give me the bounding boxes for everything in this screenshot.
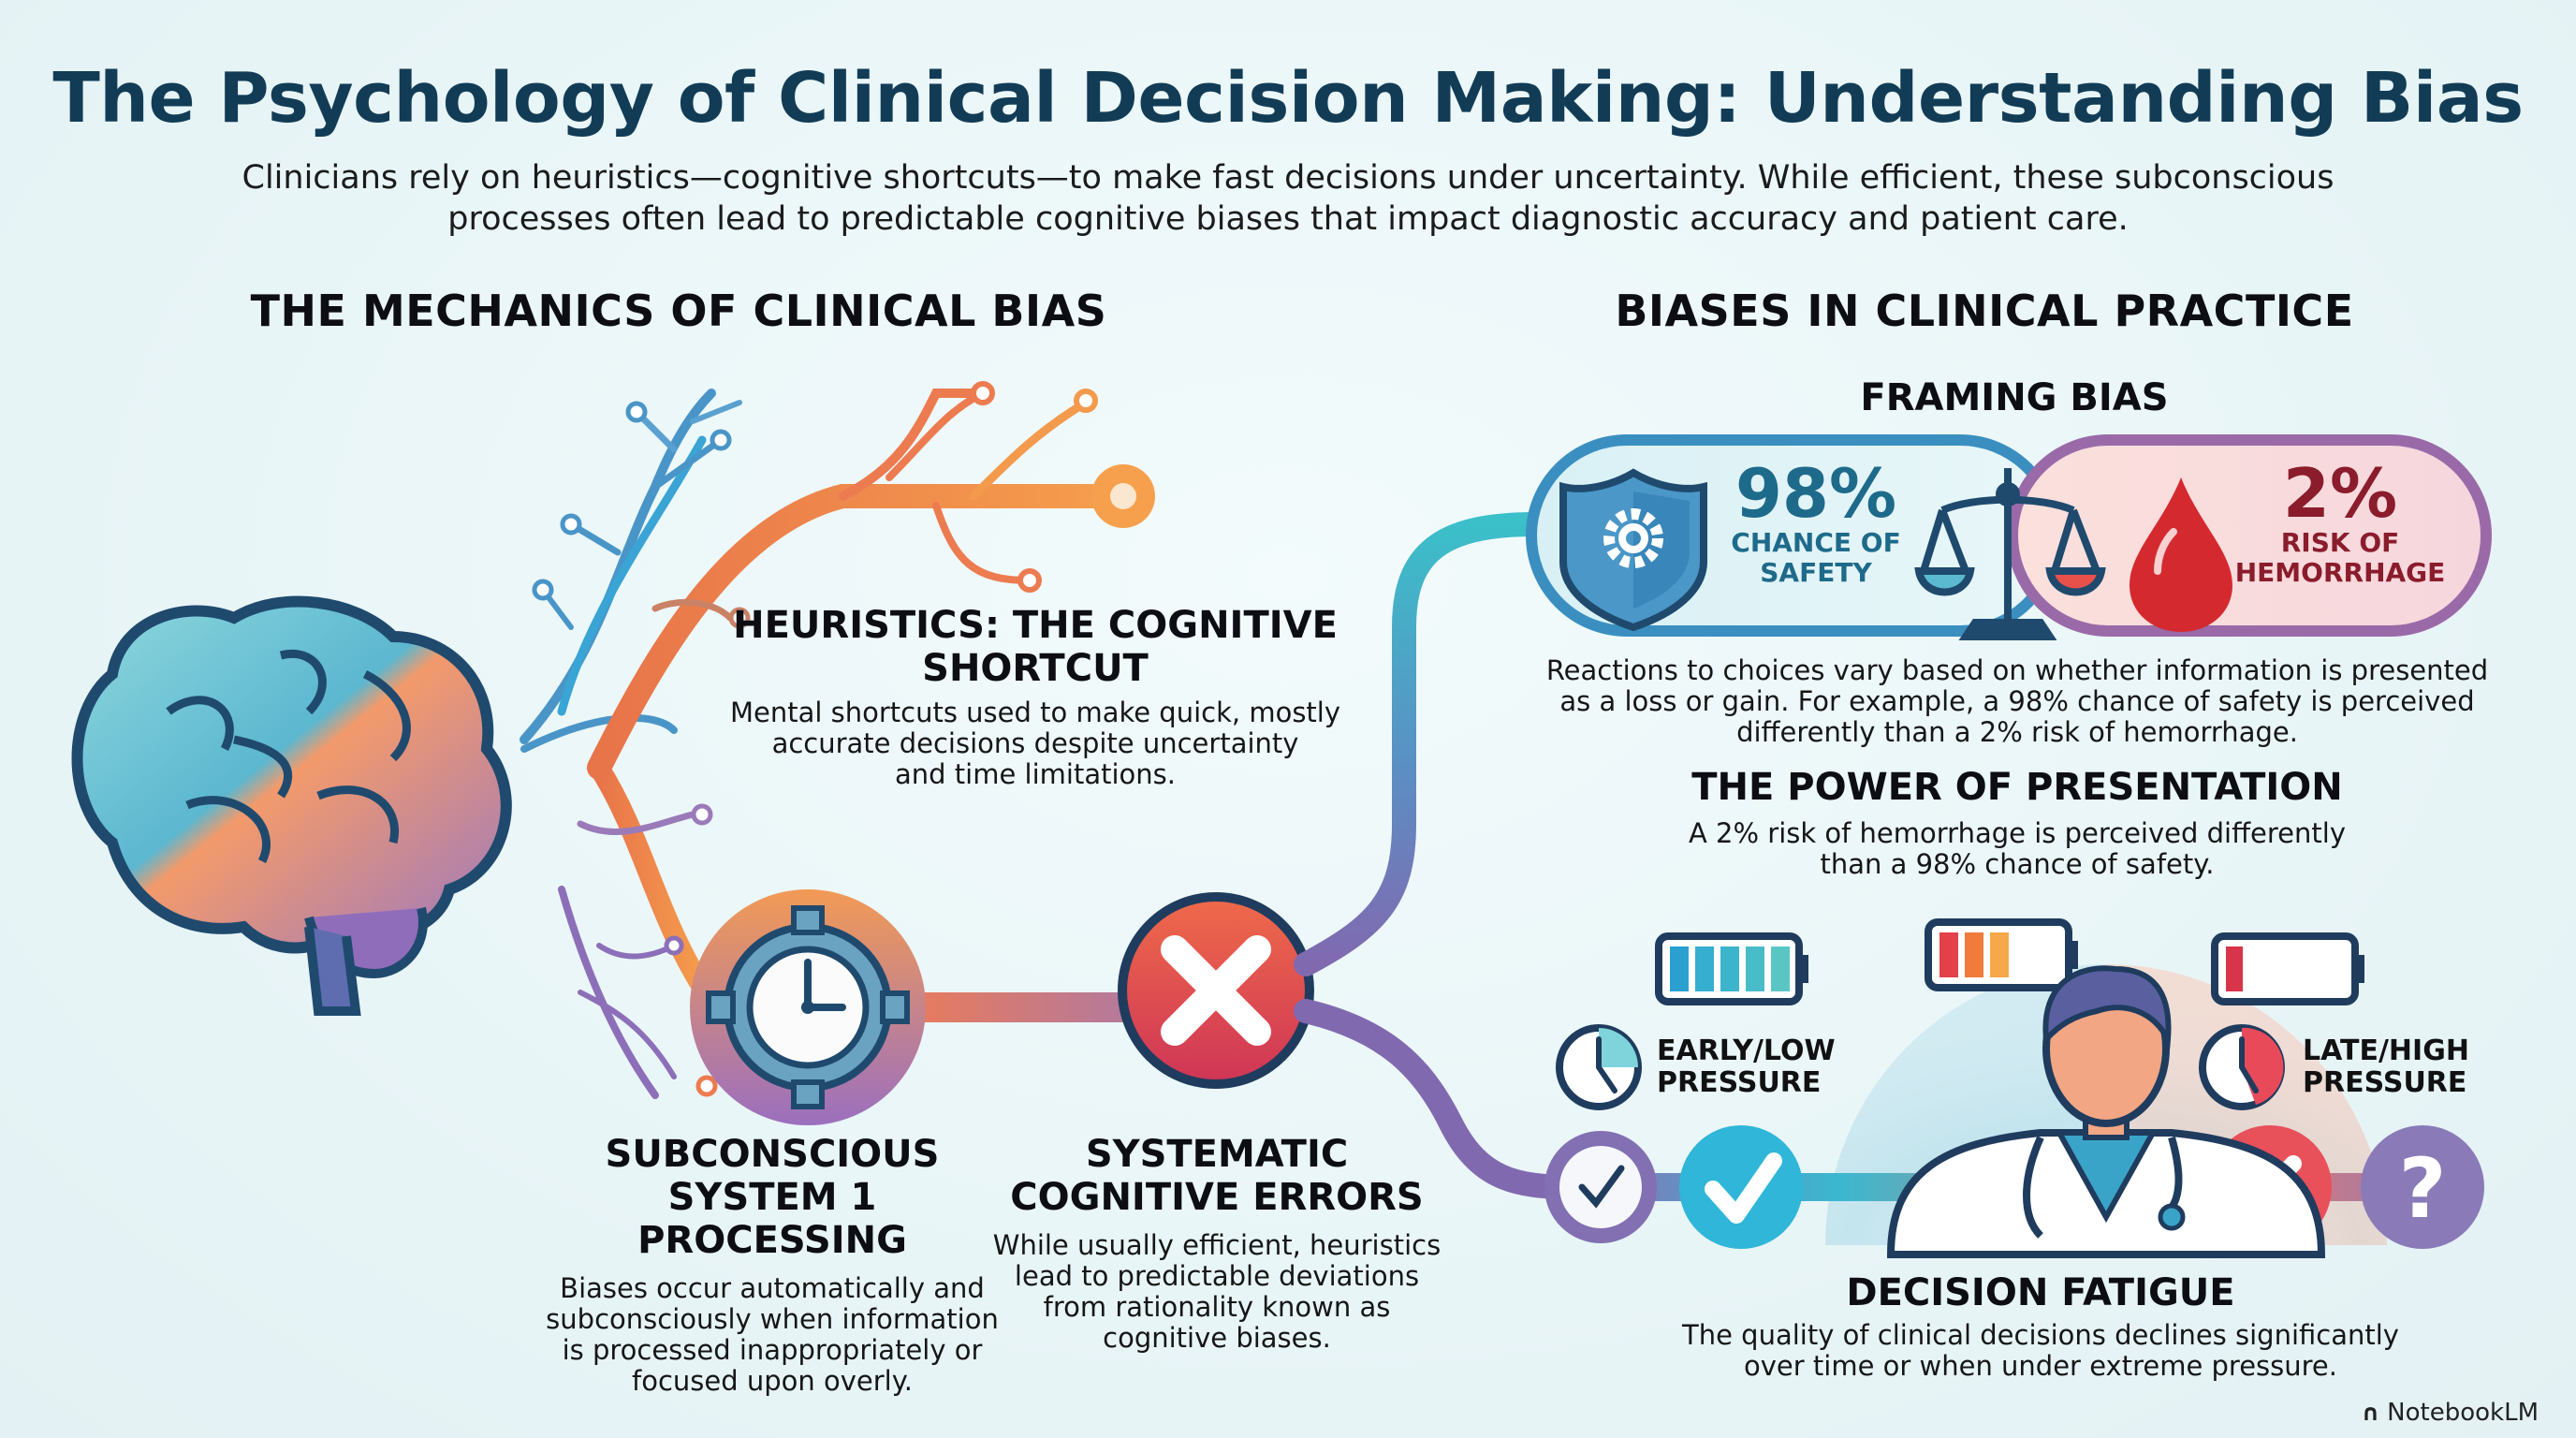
- checkmark-icon: [1679, 1125, 1803, 1249]
- systematic-desc-line: While usually efficient, heuristics: [992, 1229, 1442, 1261]
- presentation-desc-line: than a 98% chance of safety.: [1820, 848, 2215, 880]
- question-icon: ?: [2361, 1125, 2484, 1249]
- fatigue-desc-line: The quality of clinical decisions declin…: [1682, 1319, 2399, 1351]
- systematic-desc-line: from rationality known as: [1043, 1291, 1391, 1323]
- brain-icon: [71, 595, 512, 1016]
- neural-branches: [520, 381, 1155, 1099]
- subconscious-desc-line: subconsciously when information: [546, 1303, 999, 1335]
- systematic-desc-line: lead to predictable deviations: [1014, 1260, 1420, 1292]
- clock-late-icon: [2199, 1024, 2285, 1110]
- heuristics-desc-line: Mental shortcuts used to make quick, mos…: [729, 697, 1341, 728]
- risk-stat: 2% RISK OF HEMORRHAGE: [2228, 459, 2452, 588]
- gear-clock-icon: [690, 889, 926, 1125]
- framing-desc-line: differently than a 2% risk of hemorrhage…: [1736, 716, 2298, 748]
- blood-drop-icon: [2130, 477, 2232, 632]
- notebooklm-logo-icon: ∩: [2361, 1400, 2380, 1426]
- branch-path: [1294, 512, 1585, 1199]
- balance-scale-icon: [1914, 468, 2106, 640]
- connector-bar: [899, 992, 1123, 1022]
- heuristics-block: HEURISTICS: THE COGNITIVE SHORTCUT Menta…: [726, 604, 1344, 790]
- safety-label-line: SAFETY: [1760, 557, 1872, 588]
- late-label-line: LATE/HIGH: [2303, 1034, 2469, 1067]
- late-label-line: PRESSURE: [2303, 1066, 2467, 1099]
- framing-bias-title: FRAMING BIAS: [1860, 376, 2169, 419]
- heuristics-desc-line: accurate decisions despite uncertainty: [771, 727, 1299, 759]
- heuristics-title-line: SHORTCUT: [922, 647, 1149, 690]
- subtitle-line: processes often lead to predictable cogn…: [447, 200, 2129, 238]
- heuristics-desc: Mental shortcuts used to make quick, mos…: [726, 697, 1344, 790]
- section-title-mechanics: THE MECHANICS OF CLINICAL BIAS: [250, 286, 1107, 336]
- early-label-line: EARLY/LOW: [1657, 1034, 1836, 1067]
- subconscious-block: SUBCONSCIOUS SYSTEM 1 PROCESSING Biases …: [529, 1133, 1016, 1397]
- brand-watermark: ∩ NotebookLM: [2362, 1399, 2539, 1427]
- decision-fatigue-title: DECISION FATIGUE: [1846, 1271, 2235, 1314]
- section-title-practice: BIASES IN CLINICAL PRACTICE: [1615, 286, 2354, 336]
- error-x-icon: [1118, 892, 1314, 1089]
- systematic-desc: While usually efficient, heuristics lead…: [992, 1230, 1442, 1354]
- systematic-title-line: COGNITIVE ERRORS: [1010, 1176, 1424, 1219]
- systematic-desc-line: cognitive biases.: [1103, 1322, 1331, 1354]
- safety-label-line: CHANCE OF: [1731, 527, 1901, 558]
- subconscious-desc-line: focused upon overly.: [632, 1365, 913, 1397]
- risk-label-line: HEMORRHAGE: [2234, 557, 2446, 588]
- safety-value: 98%: [1734, 454, 1897, 533]
- subconscious-desc-line: is processed inappropriately or: [562, 1334, 983, 1366]
- subconscious-desc-line: Biases occur automatically and: [560, 1272, 985, 1304]
- early-label-line: PRESSURE: [1657, 1066, 1822, 1099]
- framing-desc-line: Reactions to choices vary based on wheth…: [1545, 654, 2489, 686]
- safety-stat: 98% CHANCE OF SAFETY: [1713, 459, 1919, 588]
- systematic-title-line: SYSTEMATIC: [1085, 1133, 1349, 1176]
- shield-gear-icon: [1559, 468, 1707, 632]
- framing-desc: Reactions to choices vary based on wheth…: [1526, 655, 2509, 748]
- subtitle-line: Clinicians rely on heuristics—cognitive …: [242, 159, 2334, 197]
- battery-full-icon: [1655, 932, 1808, 1005]
- presentation-desc-line: A 2% risk of hemorrhage is perceived dif…: [1689, 817, 2346, 849]
- systematic-title: SYSTEMATIC COGNITIVE ERRORS: [992, 1133, 1442, 1219]
- subconscious-title-line: SYSTEM 1 PROCESSING: [637, 1176, 907, 1262]
- subconscious-desc: Biases occur automatically and subconsci…: [529, 1273, 1016, 1397]
- presentation-title: THE POWER OF PRESENTATION: [1691, 766, 2343, 809]
- clock-check-icon: [1544, 1131, 1657, 1243]
- clock-early-icon: [1556, 1024, 1642, 1110]
- decision-fatigue-desc: The quality of clinical decisions declin…: [1591, 1320, 2490, 1382]
- heuristics-title: HEURISTICS: THE COGNITIVE SHORTCUT: [726, 604, 1344, 690]
- subconscious-title: SUBCONSCIOUS SYSTEM 1 PROCESSING: [529, 1133, 1016, 1262]
- systematic-block: SYSTEMATIC COGNITIVE ERRORS While usuall…: [992, 1133, 1442, 1354]
- page-subtitle: Clinicians rely on heuristics—cognitive …: [187, 157, 2389, 240]
- fatigue-desc-line: over time or when under extreme pressure…: [1744, 1350, 2337, 1382]
- risk-label-line: RISK OF: [2280, 527, 2400, 558]
- battery-half-icon: [1925, 918, 2078, 991]
- framing-desc-line: as a loss or gain. For example, a 98% ch…: [1559, 685, 2475, 717]
- late-pressure-label: LATE/HIGH PRESSURE: [2303, 1035, 2469, 1099]
- heuristics-title-line: HEURISTICS: THE COGNITIVE: [733, 604, 1338, 647]
- risk-value: 2%: [2282, 454, 2398, 533]
- subconscious-title-line: SUBCONSCIOUS: [605, 1133, 940, 1176]
- svg-text:?: ?: [2398, 1140, 2446, 1237]
- doctor-icon: [1886, 965, 2326, 1258]
- brand-label: NotebookLM: [2387, 1399, 2539, 1427]
- page-title: The Psychology of Clinical Decision Maki…: [52, 58, 2524, 139]
- battery-low-icon: [2211, 932, 2364, 1005]
- heuristics-desc-line: and time limitations.: [895, 758, 1176, 790]
- early-pressure-label: EARLY/LOW PRESSURE: [1657, 1035, 1836, 1099]
- presentation-desc: A 2% risk of hemorrhage is perceived dif…: [1619, 818, 2415, 880]
